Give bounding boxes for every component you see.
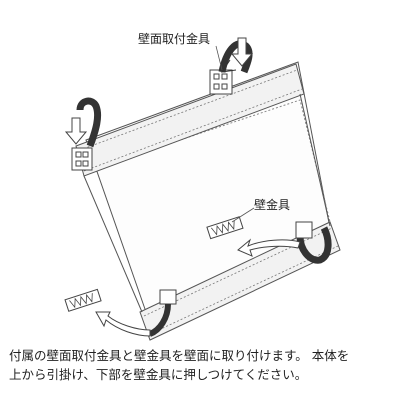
leader-top-bracket — [215, 45, 223, 71]
bottom-right-strap — [295, 221, 332, 264]
wall-bracket-left — [64, 288, 102, 312]
leader-wall-bracket — [231, 207, 255, 223]
top-right-bracket — [209, 69, 233, 95]
caption-line-1: 付属の壁面取付金具と壁金具を壁面に取り付けます。 本体を — [9, 348, 350, 363]
panel-right-edge — [299, 93, 331, 227]
wall-bracket-right — [206, 216, 244, 240]
arrow-push-left — [95, 311, 151, 337]
panel-left-edge — [83, 175, 143, 313]
label-top-bracket: 壁面取付金具 — [138, 32, 211, 46]
bottom-middle-clip — [148, 289, 177, 337]
instruction-caption: 付属の壁面取付金具と壁金具を壁面に取り付けます。 本体を 上から引掛け、下部を壁… — [9, 346, 393, 384]
arrow-down-top — [230, 37, 254, 67]
arrow-push-right — [237, 238, 301, 257]
hook-strap-left — [76, 97, 102, 148]
label-wall-bracket: 壁金具 — [254, 198, 291, 212]
arrow-down-left — [64, 117, 88, 145]
top-left-bracket — [71, 147, 93, 171]
caption-line-2: 上から引掛け、下部を壁金具に押しつけてください。 — [9, 367, 308, 382]
